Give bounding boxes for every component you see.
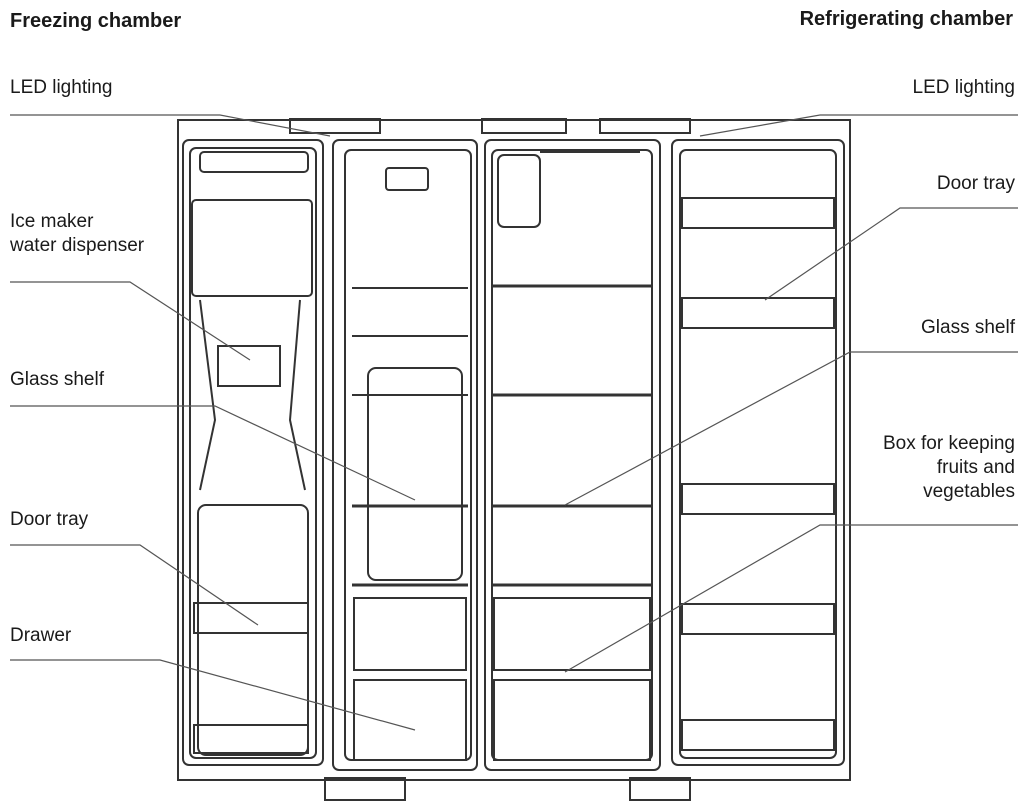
fridge-door-tray-2 xyxy=(681,297,835,329)
freezer-door-tray-bottom xyxy=(193,724,309,754)
fridge-door xyxy=(671,139,845,766)
label-ice-maker: Ice maker water dispenser xyxy=(10,211,145,256)
label-led-lighting-left: LED lighting xyxy=(10,77,113,98)
hinge-top-center xyxy=(481,118,567,134)
label-door-tray-left: Door tray xyxy=(10,509,89,530)
leader-lines xyxy=(10,114,1018,731)
label-door-tray-right: Door tray xyxy=(936,173,1015,194)
label-glass-shelf-right: Glass shelf xyxy=(921,317,1015,338)
hinge-top-right xyxy=(599,118,691,134)
fridge-crisper-box xyxy=(493,597,651,671)
fridge-door-tray-1 xyxy=(681,197,835,229)
freezer-door xyxy=(182,139,324,766)
leader-led-right xyxy=(699,114,1018,137)
leader-glass-right xyxy=(564,351,1018,506)
label-glass-shelf-left: Glass shelf xyxy=(10,369,104,390)
leader-box xyxy=(564,524,1018,673)
leader-glass-left xyxy=(10,405,416,501)
label-box-fruits-vegetables: Box for keeping fruits and vegetables xyxy=(882,433,1015,502)
freezer-drawer-top xyxy=(353,597,467,671)
fridge-door-tray-4 xyxy=(681,603,835,635)
leader-drawer xyxy=(10,659,416,731)
hinge-bottom-right xyxy=(629,777,691,801)
label-led-lighting-right: LED lighting xyxy=(912,77,1015,98)
fridge-compartment xyxy=(484,139,661,771)
leader-ice-maker xyxy=(10,281,251,361)
fridge-lower-drawer xyxy=(493,679,651,761)
dispenser-cavity xyxy=(199,299,306,491)
freezer-led-light xyxy=(385,167,429,191)
freezer-ice-bin xyxy=(367,367,463,581)
label-drawer: Drawer xyxy=(10,625,72,646)
freezer-door-bin-frame xyxy=(197,504,309,756)
freezer-compartment xyxy=(332,139,478,771)
freezer-drawer xyxy=(353,679,467,761)
hinge-bottom-left xyxy=(324,777,406,801)
fridge-door-tray-3 xyxy=(681,483,835,515)
refrigerating-chamber-title: Refrigerating chamber xyxy=(799,8,1013,30)
ice-maker-vent xyxy=(199,151,309,173)
fridge-water-tank xyxy=(497,154,541,228)
leader-door-tray-right xyxy=(764,207,1018,301)
hinge-top-left xyxy=(289,118,381,134)
ice-maker xyxy=(191,199,313,297)
leader-led-left xyxy=(10,114,331,137)
freezing-chamber-title: Freezing chamber xyxy=(10,10,182,32)
fridge-door-tray-5 xyxy=(681,719,835,751)
freezer-door-tray xyxy=(193,602,309,634)
water-dispenser xyxy=(217,345,281,387)
leader-door-tray-left xyxy=(10,544,259,626)
